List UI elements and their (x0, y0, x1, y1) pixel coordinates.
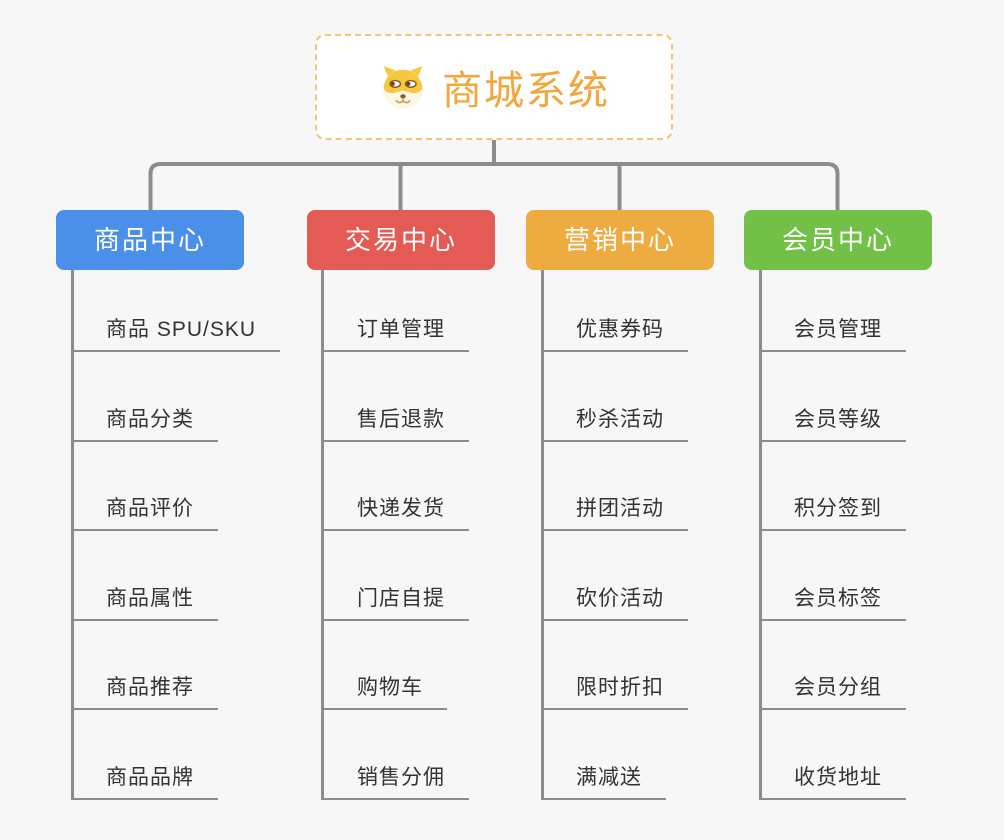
child-node[interactable]: 收货地址 (760, 765, 906, 800)
branch-marketing-center: 营销中心 优惠券码 秒杀活动 拼团活动 砍价活动 限时折扣 满减送 (526, 210, 714, 800)
child-node[interactable]: 秒杀活动 (542, 407, 688, 442)
child-node[interactable]: 会员等级 (760, 407, 906, 442)
branch-node-trade-center[interactable]: 交易中心 (307, 210, 495, 270)
child-node[interactable]: 购物车 (323, 675, 447, 710)
branch-trade-center: 交易中心 订单管理 售后退款 快递发货 门店自提 购物车 销售分佣 (307, 210, 495, 800)
child-node[interactable]: 砍价活动 (542, 586, 688, 621)
child-node[interactable]: 商品 SPU/SKU (72, 317, 281, 352)
child-node[interactable]: 会员管理 (760, 317, 906, 352)
doge-face-icon (378, 62, 428, 112)
child-node[interactable]: 商品评价 (72, 496, 218, 531)
child-node[interactable]: 商品推荐 (72, 675, 218, 710)
child-node[interactable]: 会员分组 (760, 675, 906, 710)
root-node[interactable]: 商城系统 (315, 34, 673, 140)
branch-node-marketing-center[interactable]: 营销中心 (526, 210, 714, 270)
child-node[interactable]: 快递发货 (323, 496, 469, 531)
child-node[interactable]: 销售分佣 (323, 765, 469, 800)
branch-node-product-center[interactable]: 商品中心 (56, 210, 244, 270)
child-node[interactable]: 积分签到 (760, 496, 906, 531)
child-node[interactable]: 商品属性 (72, 586, 218, 621)
child-node[interactable]: 商品品牌 (72, 765, 218, 800)
branch-member-center: 会员中心 会员管理 会员等级 积分签到 会员标签 会员分组 收货地址 (744, 210, 932, 800)
child-node[interactable]: 拼团活动 (542, 496, 688, 531)
child-node[interactable]: 售后退款 (323, 407, 469, 442)
child-node[interactable]: 限时折扣 (542, 675, 688, 710)
child-node[interactable]: 商品分类 (72, 407, 218, 442)
child-node[interactable]: 优惠券码 (542, 317, 688, 352)
branch-product-center: 商品中心 商品 SPU/SKU 商品分类 商品评价 商品属性 商品推荐 商品品牌 (56, 210, 281, 800)
child-node[interactable]: 会员标签 (760, 586, 906, 621)
child-node[interactable]: 门店自提 (323, 586, 469, 621)
child-node[interactable]: 订单管理 (323, 317, 469, 352)
child-node[interactable]: 满减送 (542, 765, 666, 800)
branch-node-member-center[interactable]: 会员中心 (744, 210, 932, 270)
root-node-label: 商城系统 (442, 69, 610, 113)
